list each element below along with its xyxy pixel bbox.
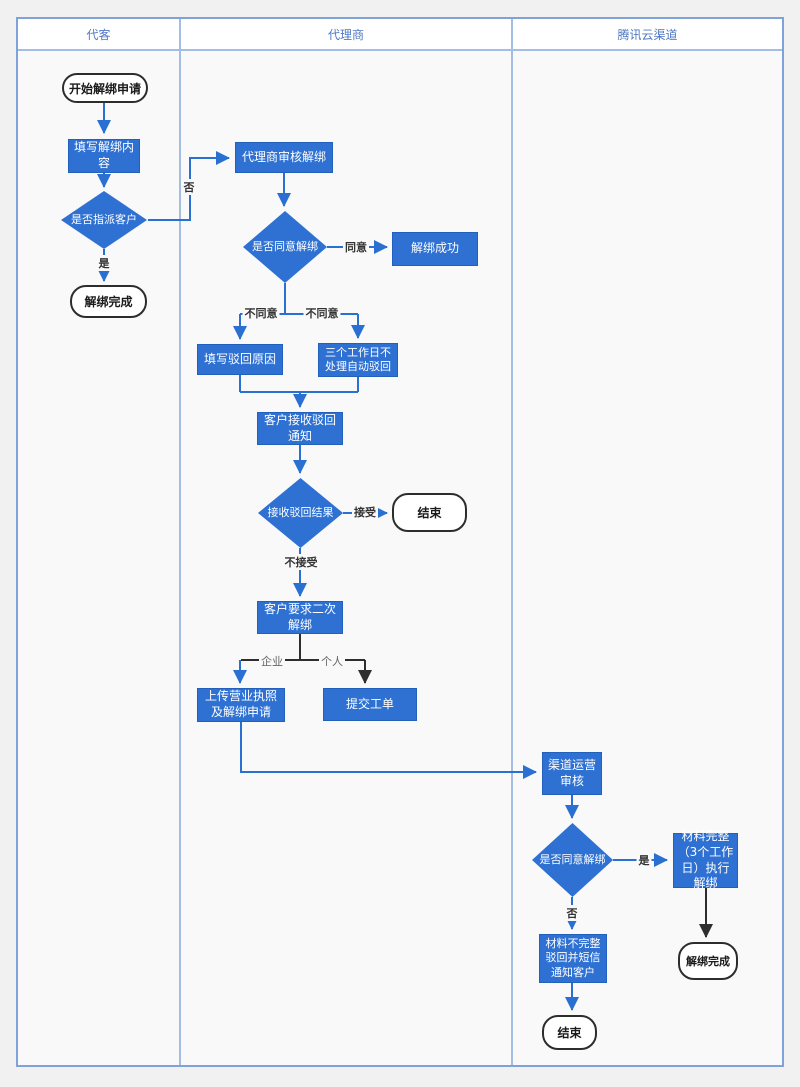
start-node[interactable]: 开始解绑申请 — [62, 73, 148, 103]
lane-divider-2 — [511, 19, 513, 1065]
process-customer-receive-reject[interactable]: 客户接收驳回通知 — [257, 412, 343, 445]
lane-title-tencent-channel: 腾讯云渠道 — [617, 27, 678, 42]
edge-label-yes-1: 是 — [96, 255, 112, 271]
process-unbind-success[interactable]: 解绑成功 — [392, 232, 478, 266]
process-upload-license[interactable]: 上传营业执照及解绑申请 — [197, 688, 285, 722]
process-material-incomplete-reject[interactable]: 材料不完整驳回并短信通知客户 — [539, 934, 607, 983]
lane-divider-1 — [179, 19, 181, 1065]
edge-label-agree: 同意 — [343, 239, 369, 255]
swimlane-table: 代客 代理商 腾讯云渠道 — [16, 17, 784, 1067]
edge-label-disagree-right: 不同意 — [303, 305, 341, 321]
end-node-1[interactable]: 结束 — [392, 493, 467, 532]
end-node-2[interactable]: 结束 — [542, 1015, 597, 1050]
lane-body-background — [18, 49, 782, 1065]
edge-label-no-1: 否 — [181, 179, 197, 195]
lane-title-customer: 代客 — [86, 27, 111, 42]
edge-label-disagree-left: 不同意 — [242, 305, 280, 321]
process-auto-reject[interactable]: 三个工作日不处理自动驳回 — [318, 343, 398, 377]
lane-title-agent: 代理商 — [327, 27, 364, 42]
process-agent-review[interactable]: 代理商审核解绑 — [235, 142, 333, 173]
edge-label-accept: 接受 — [352, 504, 378, 520]
end-node-unbind-done-1[interactable]: 解绑完成 — [70, 285, 147, 318]
edge-label-not-accept: 不接受 — [282, 554, 320, 570]
process-material-complete-exec[interactable]: 材料完整（3个工作日）执行解绑 — [673, 829, 738, 890]
edge-label-no-2: 否 — [564, 905, 580, 921]
process-channel-ops-review[interactable]: 渠道运营审核 — [542, 752, 602, 795]
process-fill-reject-reason[interactable]: 填写驳回原因 — [197, 344, 283, 375]
process-submit-ticket[interactable]: 提交工单 — [323, 688, 417, 721]
process-fill-unbind-content[interactable]: 填写解绑内容 — [68, 139, 140, 173]
process-second-unbind-request[interactable]: 客户要求二次解绑 — [257, 601, 343, 634]
edge-label-company: 企业 — [259, 653, 285, 669]
edge-label-yes-2: 是 — [636, 852, 652, 868]
edge-label-personal: 个人 — [319, 653, 345, 669]
end-node-unbind-done-2[interactable]: 解绑完成 — [678, 942, 738, 980]
